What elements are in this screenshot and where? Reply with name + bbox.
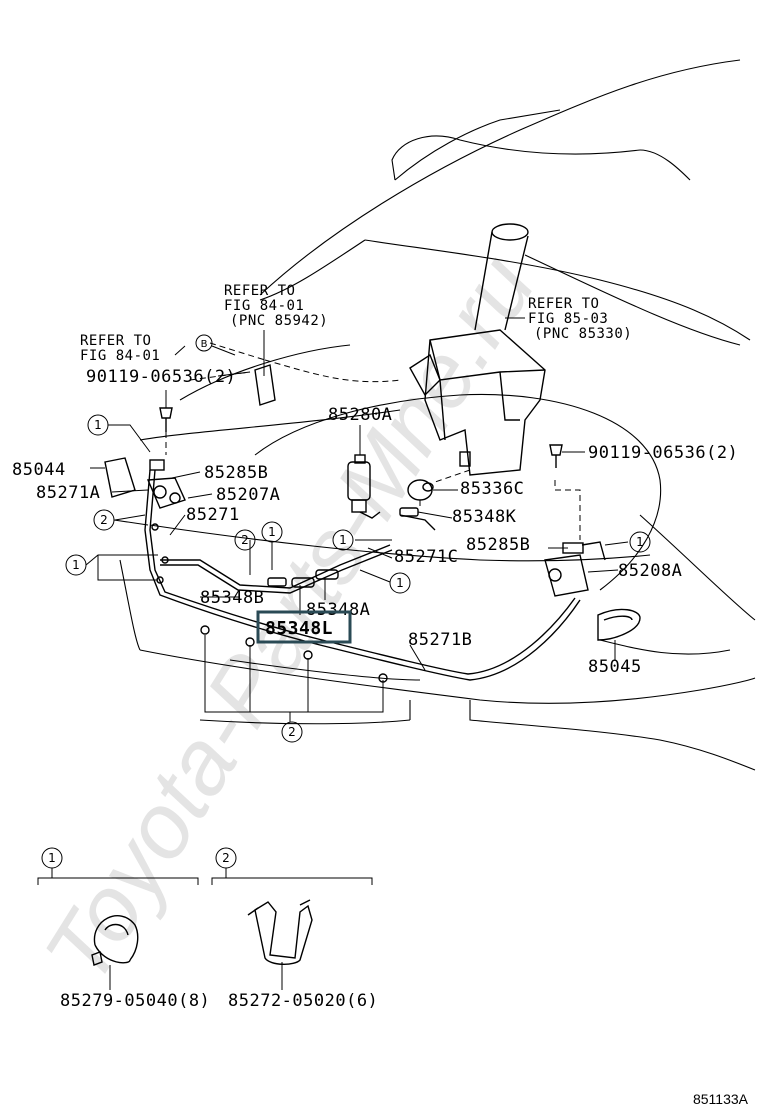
callout-bolt-left[interactable]: 90119-06536(2) <box>86 367 236 387</box>
svg-text:1: 1 <box>48 851 56 865</box>
callout-85271a[interactable]: 85271A <box>36 483 100 503</box>
hose-clamps <box>151 523 388 683</box>
bolt-left <box>159 407 173 432</box>
svg-text:1: 1 <box>94 418 102 432</box>
washer-pump <box>347 454 381 519</box>
callout-85271b[interactable]: 85271B <box>408 630 472 650</box>
bolt-right <box>549 444 563 468</box>
ref-right-line1: REFER TO <box>528 296 599 312</box>
ref-top-line3: (PNC 85942) <box>230 313 328 329</box>
clip-type-2 <box>247 899 313 965</box>
ref-top-line1: REFER TO <box>224 283 295 299</box>
marker-1-d: 1 <box>332 529 354 551</box>
svg-text:B: B <box>201 339 208 350</box>
svg-text:2: 2 <box>241 533 249 547</box>
ref-left-line1: REFER TO <box>80 333 151 349</box>
clip-type-1 <box>91 915 139 966</box>
right-nozzle-assembly <box>544 542 589 597</box>
car-body-outline <box>119 59 756 771</box>
marker-1-f: 1 <box>629 531 651 553</box>
leader-lines <box>85 317 629 722</box>
marker-b: B <box>195 334 213 352</box>
svg-text:1: 1 <box>339 533 347 547</box>
bracket-part <box>254 364 276 406</box>
ref-right-line2: FIG 85-03 <box>528 311 608 327</box>
marker-2-b: 2 <box>234 529 256 551</box>
callout-bolt-right[interactable]: 90119-06536(2) <box>588 443 738 463</box>
legend-brackets <box>37 868 373 990</box>
dashed-reference-lines <box>165 342 581 540</box>
svg-text:2: 2 <box>100 513 108 527</box>
callout-85271[interactable]: 85271 <box>186 505 240 525</box>
ref-top-line2: FIG 84-01 <box>224 298 304 314</box>
callout-85280a[interactable]: 85280A <box>328 405 392 425</box>
callout-85271c[interactable]: 85271C <box>394 547 458 567</box>
callout-85348l[interactable]: 85348L <box>265 618 333 639</box>
washer-reservoir <box>409 223 546 476</box>
ref-right-line3: (PNC 85330) <box>534 326 632 342</box>
marker-2-legend: 2 <box>215 847 237 869</box>
callout-85285b-right[interactable]: 85285B <box>466 535 530 555</box>
left-nozzle-assembly <box>104 457 186 509</box>
washer-hoses <box>144 469 606 681</box>
marker-1-c: 1 <box>261 521 283 543</box>
svg-text:1: 1 <box>396 576 404 590</box>
svg-text:1: 1 <box>72 558 80 572</box>
marker-1-b: 1 <box>65 554 87 576</box>
highlight-box <box>256 610 352 644</box>
callout-85045[interactable]: 85045 <box>588 657 642 677</box>
right-nozzle-cap <box>597 608 641 641</box>
svg-text:1: 1 <box>636 535 644 549</box>
marker-1-e: 1 <box>389 572 411 594</box>
svg-text:1: 1 <box>268 525 276 539</box>
svg-text:2: 2 <box>288 725 296 739</box>
ref-left-line2: FIG 84-01 <box>80 348 160 364</box>
callout-clip1[interactable]: 85279-05040(8) <box>60 991 210 1011</box>
callout-85348k[interactable]: 85348K <box>452 507 517 527</box>
callout-85348b[interactable]: 85348B <box>200 588 264 608</box>
callout-85208a[interactable]: 85208A <box>618 561 682 581</box>
callout-85285b-top[interactable]: 85285B <box>204 463 268 483</box>
callout-85348a[interactable]: 85348A <box>306 600 370 620</box>
marker-1-legend: 1 <box>41 847 63 869</box>
callout-85044[interactable]: 85044 <box>12 460 66 480</box>
marker-2-a: 2 <box>93 509 115 531</box>
callout-clip2[interactable]: 85272-05020(6) <box>228 991 378 1011</box>
callout-85336c[interactable]: 85336C <box>460 479 524 499</box>
marker-2-c: 2 <box>281 721 303 743</box>
svg-text:2: 2 <box>222 851 230 865</box>
callout-85207a[interactable]: 85207A <box>216 485 280 505</box>
figure-id: 851133A <box>693 1091 749 1107</box>
marker-1-a: 1 <box>87 414 109 436</box>
